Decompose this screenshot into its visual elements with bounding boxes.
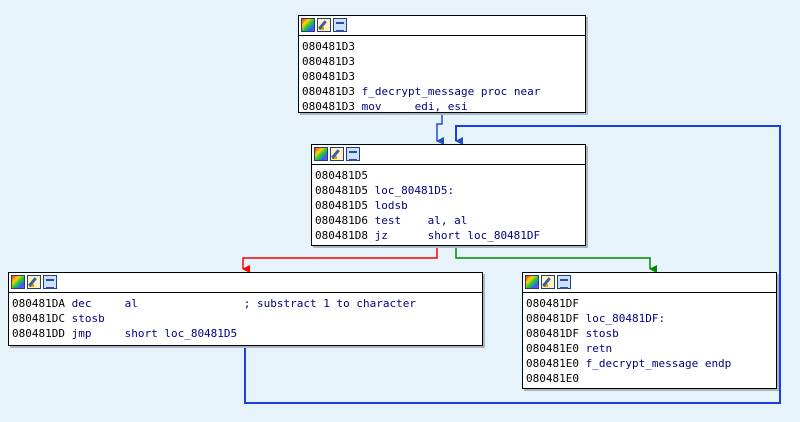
text-view-icon[interactable] [346,147,360,161]
graph-color-icon[interactable] [314,147,328,161]
code-line: 080481D5 loc_80481D5: [315,183,581,198]
address: 080481D3 [302,85,355,98]
address: 080481D8 [315,229,368,242]
address: 080481D5 [315,199,368,212]
text-view-icon[interactable] [557,275,571,289]
code-block-function-start[interactable]: 080481D3 080481D3 080481D3 080481D3 f_de… [298,15,586,113]
address: 080481DF [526,327,579,340]
code-line: 080481D3 f_decrypt_message proc near [302,84,581,99]
edge-true-branch [455,245,657,273]
code-line: 080481DF [526,296,772,311]
code-line: 080481D5 [315,168,581,183]
instruction: jmp short loc_80481D5 [71,327,238,340]
address: 080481D5 [315,169,368,182]
code-line: 080481E0 f_decrypt_message endp [526,356,772,371]
address: 080481D3 [302,40,355,53]
block-header [312,145,585,165]
graph-color-icon[interactable] [301,18,315,32]
edit-pencil-icon[interactable] [541,275,555,289]
address: 080481E0 [526,372,579,385]
code-block-function-end[interactable]: 080481DF 080481DF loc_80481DF: 080481DF … [522,272,777,389]
instruction: stosb [71,312,105,325]
address: 080481E0 [526,357,579,370]
edit-pencil-icon[interactable] [330,147,344,161]
code-line: 080481D8 jz short loc_80481DF [315,228,581,243]
code-line: 080481DF stosb [526,326,772,341]
instruction: test al, al [374,214,468,227]
code-line: 080481DF loc_80481DF: [526,311,772,326]
instruction: jz short loc_80481DF [374,229,541,242]
address: 080481DF [526,297,579,310]
edge-n1-to-n2 [436,111,444,145]
code-line: 080481D6 test al, al [315,213,581,228]
instruction: dec al ; substract 1 to character [71,297,416,310]
address: 080481DA [12,297,65,310]
address: 080481D3 [302,55,355,68]
code-line: 080481D3 [302,39,581,54]
code-line: 080481D5 lodsb [315,198,581,213]
instruction: mov edi, esi [361,100,468,113]
address: 080481D5 [315,184,368,197]
code-line: 080481D3 [302,69,581,84]
address: 080481D6 [315,214,368,227]
address: 080481DD [12,327,65,340]
instruction: retn [585,342,613,355]
code-block-loop-head[interactable]: 080481D5 080481D5 loc_80481D5: 080481D5 … [311,144,586,246]
edge-false-branch [242,245,438,273]
function-name: f_decrypt_message proc near [361,85,541,98]
code-line: 080481D3 mov edi, esi [302,99,581,114]
function-end: f_decrypt_message endp [585,357,732,370]
label: loc_80481DF: [585,312,666,325]
label: loc_80481D5: [374,184,455,197]
address: 080481DC [12,312,65,325]
address: 080481D3 [302,70,355,83]
code-line: 080481E0 retn [526,341,772,356]
edit-pencil-icon[interactable] [317,18,331,32]
code-line: 080481D3 [302,54,581,69]
graph-color-icon[interactable] [525,275,539,289]
block-header [523,273,776,293]
text-view-icon[interactable] [333,18,347,32]
edit-pencil-icon[interactable] [27,275,41,289]
code-line: 080481DC stosb [12,311,478,326]
address: 080481E0 [526,342,579,355]
graph-color-icon[interactable] [11,275,25,289]
code-line: 080481DD jmp short loc_80481D5 [12,326,478,341]
code-line: 080481E0 [526,371,772,386]
block-header [299,16,585,36]
code-line: 080481DA dec al ; substract 1 to charact… [12,296,478,311]
code-block-decrement[interactable]: 080481DA dec al ; substract 1 to charact… [8,272,483,346]
address: 080481D3 [302,100,355,113]
instruction: lodsb [374,199,408,212]
instruction: stosb [585,327,619,340]
block-header [9,273,482,293]
edge-n3-loop-back [244,125,781,404]
address: 080481DF [526,312,579,325]
text-view-icon[interactable] [43,275,57,289]
